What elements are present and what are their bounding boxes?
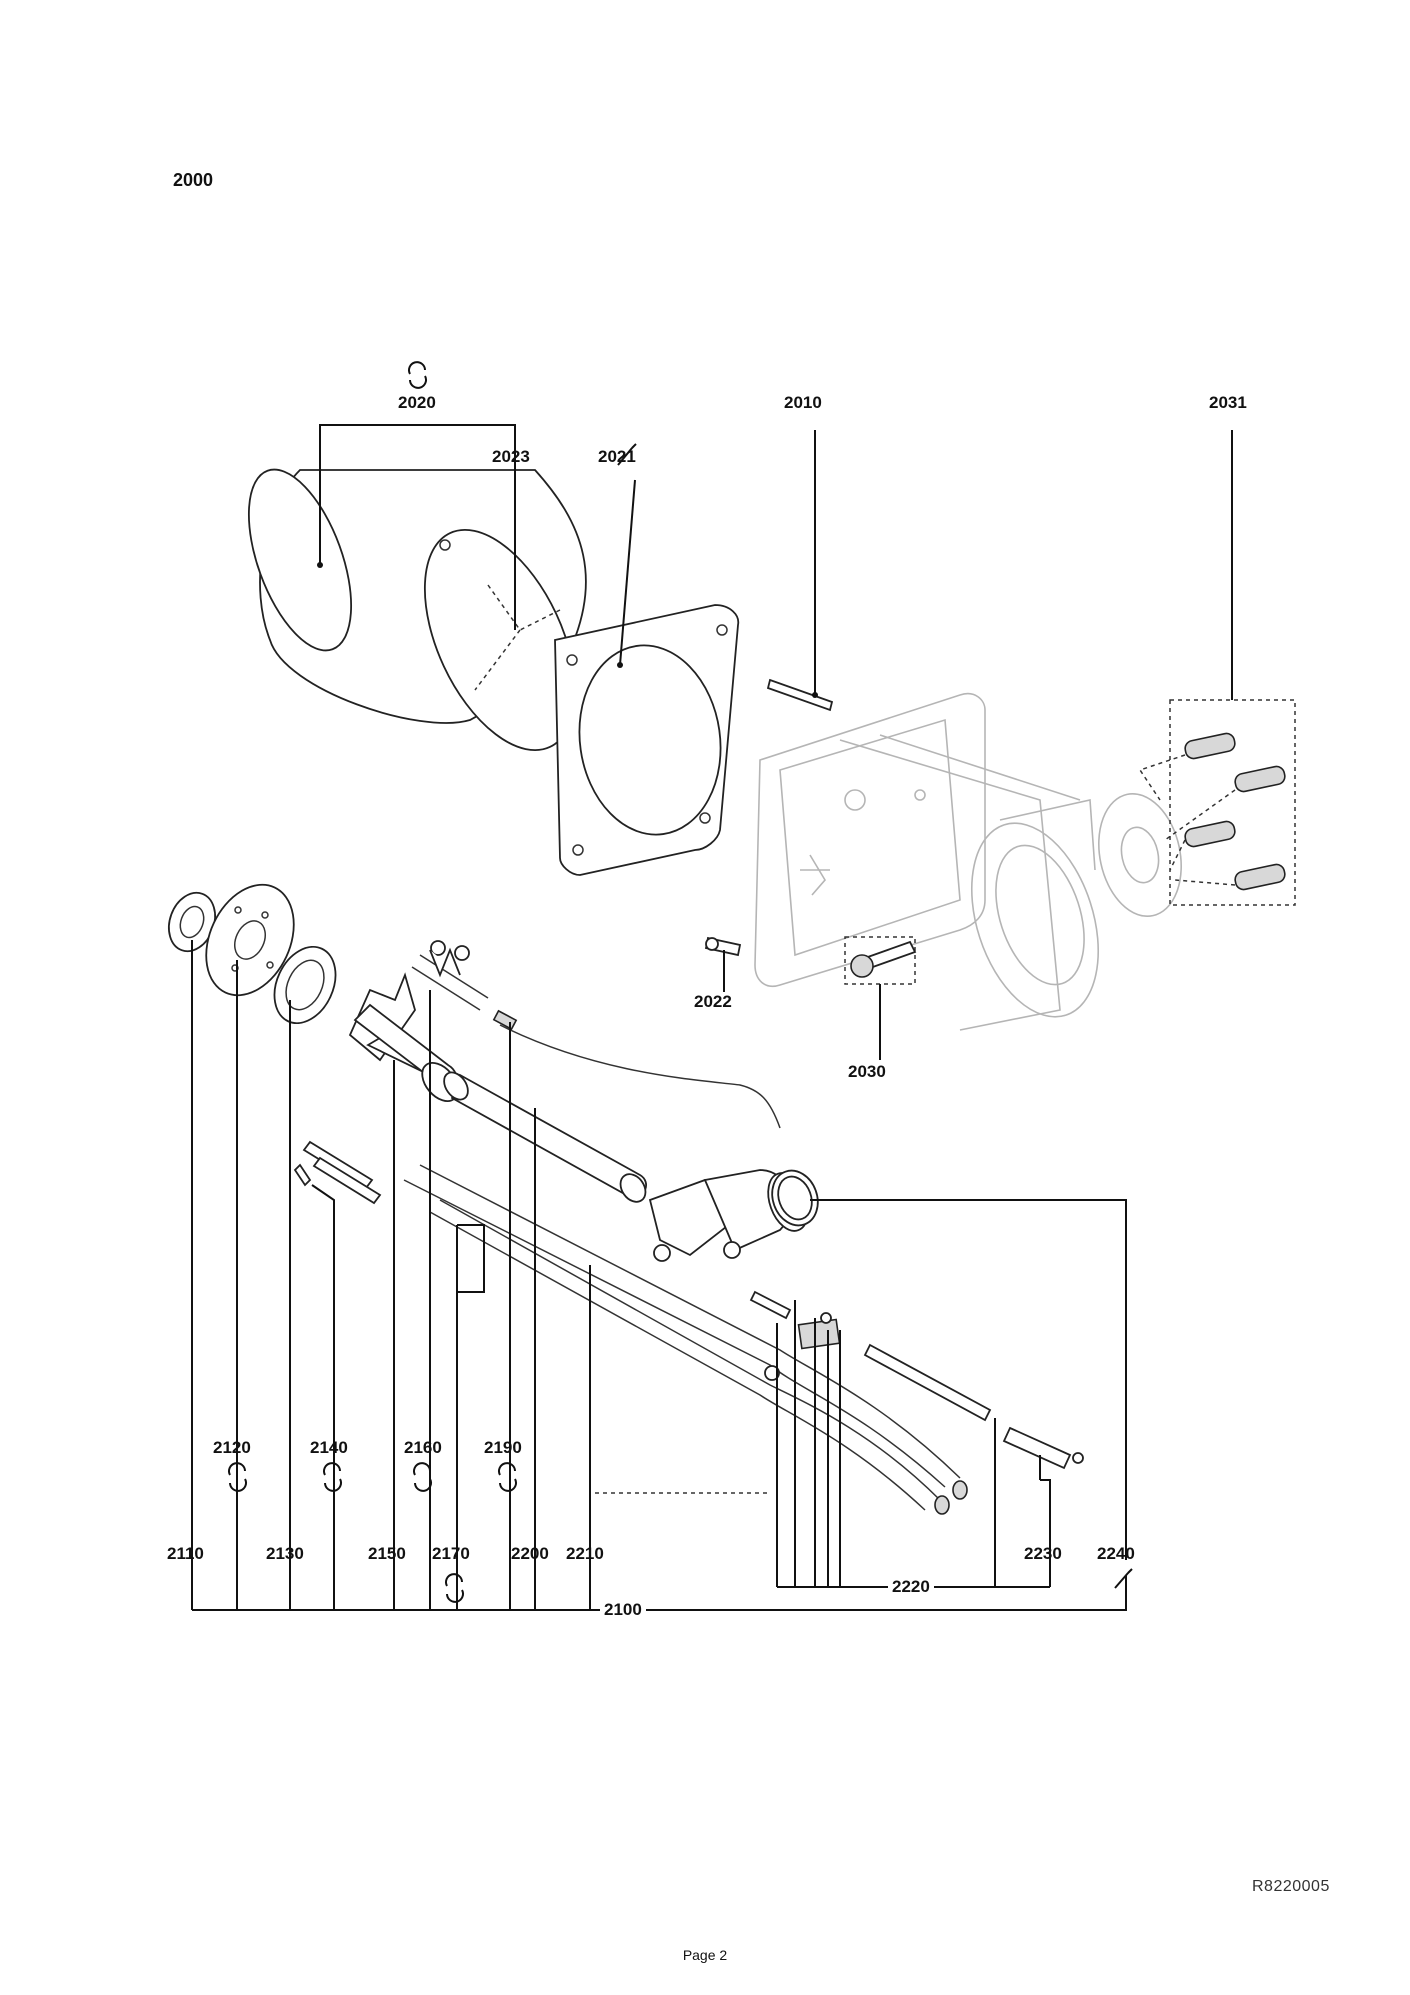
label-2100: 2100 [600, 1600, 646, 1620]
label-2120: 2120 [213, 1438, 251, 1457]
flange-gasket-2021 [554, 604, 740, 876]
screws-2140 [293, 1140, 382, 1205]
label-2130: 2130 [266, 1544, 304, 1563]
label-2110: 2110 [167, 1544, 204, 1563]
nozzle-set-2031 [1138, 699, 1296, 906]
electrode-2170 [411, 940, 489, 1011]
flame-tube-2020 [247, 468, 587, 752]
burner-housing [754, 692, 1182, 1031]
label-2022: 2022 [694, 992, 732, 1011]
wrench-icon-2021 [617, 443, 637, 466]
label-2030: 2030 [848, 1062, 886, 1081]
wrench-icon-2240 [1114, 1568, 1133, 1589]
label-2031: 2031 [1209, 393, 1247, 412]
label-2200: 2200 [511, 1544, 549, 1563]
label-2220: 2220 [888, 1577, 934, 1597]
diffuser-disc-2120 [205, 883, 295, 997]
cycle-icon-2160 [413, 1462, 432, 1492]
label-2020: 2020 [398, 393, 436, 412]
rod-2220 [749, 1290, 992, 1422]
label-2240: 2240 [1097, 1544, 1135, 1563]
label-2190: 2190 [484, 1438, 522, 1457]
cycle-icon-2020 [408, 361, 427, 389]
air-tube-2200 [443, 1071, 647, 1203]
leader-lines [191, 940, 1127, 1611]
pin-2010 [766, 678, 834, 712]
label-2010: 2010 [784, 393, 822, 412]
label-2210: 2210 [566, 1544, 604, 1563]
label-2021: 2021 [598, 447, 636, 466]
adapter-2030 [844, 936, 917, 985]
label-2230: 2230 [1024, 1544, 1062, 1563]
cycle-icon-2120 [228, 1462, 247, 1492]
page-number: Page 2 [682, 1947, 728, 1963]
o-ring-2240 [771, 1169, 819, 1227]
label-2140: 2140 [310, 1438, 348, 1457]
clamp-2160 [429, 947, 461, 978]
label-2160: 2160 [404, 1438, 442, 1457]
label-2150: 2150 [368, 1544, 406, 1563]
label-2023: 2023 [492, 447, 530, 466]
cycle-icon-2140 [323, 1462, 342, 1492]
ignition-cable-2190 [492, 1009, 781, 1129]
section-title: 2000 [173, 170, 214, 190]
label-2170: 2170 [432, 1544, 470, 1563]
document-reference: R8220005 [1252, 1878, 1330, 1895]
electrode-set-2230 [1002, 1426, 1084, 1470]
cycle-icon-2170 [445, 1573, 464, 1603]
cycle-icon-2190 [498, 1462, 517, 1492]
screw-2022 [704, 936, 742, 957]
